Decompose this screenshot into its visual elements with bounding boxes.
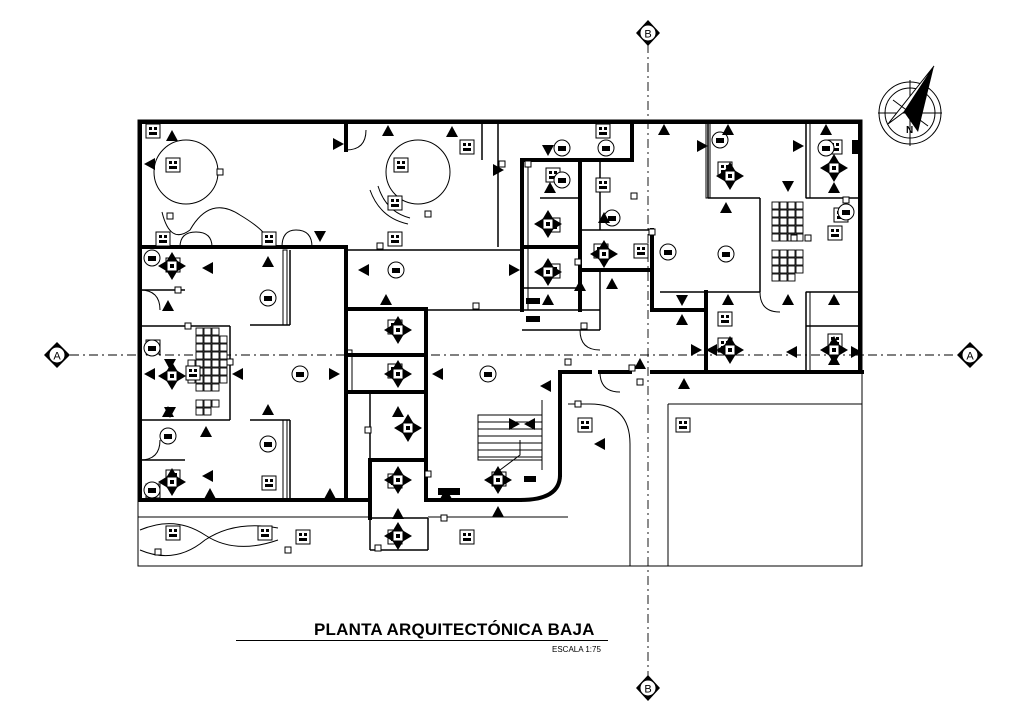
black-fixtures [438, 140, 858, 495]
title-underline [236, 640, 608, 641]
axis-label-b-top: B [644, 29, 651, 41]
cross-symbols [157, 153, 849, 551]
axis-marker-b-top [636, 20, 660, 46]
axis-label-b-bottom: B [644, 684, 651, 696]
outlet-markers [154, 160, 850, 556]
axis-label-a-left: A [53, 351, 61, 363]
door-swings [139, 129, 781, 461]
axis-label-a-right: A [966, 351, 974, 363]
axis-marker-a-right [957, 342, 983, 368]
drawing-scale: ESCALA 1:75 [552, 645, 601, 654]
wall-hatch [282, 121, 811, 501]
walls [138, 120, 864, 520]
axis-marker-b-bottom [636, 675, 660, 701]
garden-furniture [139, 139, 451, 557]
north-arrow-icon [878, 65, 942, 146]
staircase [477, 400, 543, 471]
axis-marker-a-left [44, 342, 70, 368]
drawing-title: PLANTA ARQUITECTÓNICA BAJA [314, 620, 595, 639]
grid-block-right [771, 201, 804, 282]
north-letter: N [906, 125, 913, 136]
